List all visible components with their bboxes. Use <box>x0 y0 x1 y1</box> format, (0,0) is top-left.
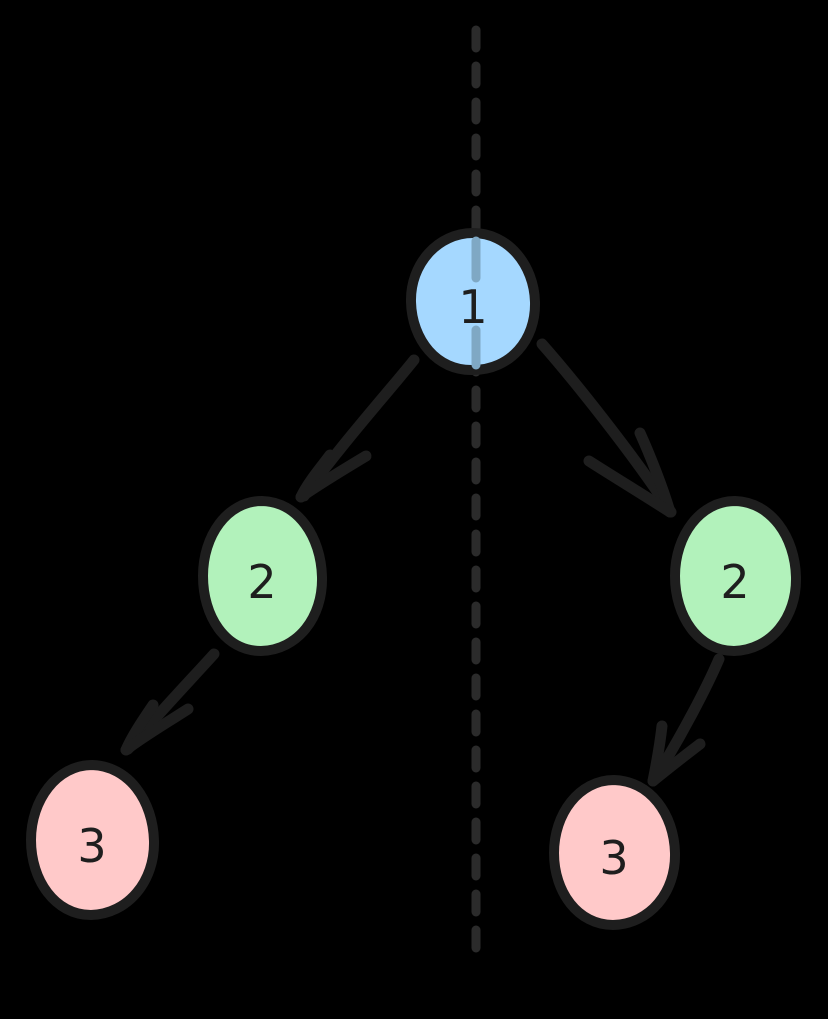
edges-group <box>120 338 725 787</box>
node-left-2[interactable]: 2 <box>198 496 328 656</box>
node-right-3[interactable]: 3 <box>549 775 681 930</box>
node-root-ellipse[interactable] <box>405 228 541 376</box>
edge-root-right2-head-b <box>583 455 676 518</box>
edge-left2-left3-head-b <box>120 703 194 756</box>
node-left-3[interactable]: 3 <box>26 760 160 920</box>
node-right-2[interactable]: 2 <box>670 496 802 656</box>
node-left-3-label: 3 <box>77 819 106 873</box>
edge-root-right2 <box>536 338 677 518</box>
node-left-3-ellipse[interactable] <box>26 760 160 920</box>
node-right-3-label: 3 <box>599 831 628 885</box>
edge-left2-left3 <box>120 648 220 756</box>
node-left-2-label: 2 <box>247 555 276 609</box>
node-root[interactable]: 1 <box>405 228 541 376</box>
node-right-2-ellipse[interactable] <box>670 496 802 656</box>
node-right-2-label: 2 <box>720 555 749 609</box>
edge-root-right2-shaft <box>536 338 677 518</box>
edge-right2-right3-shaft <box>648 653 725 786</box>
edge-right2-right3 <box>647 653 725 787</box>
edge-root-left2 <box>295 354 420 503</box>
node-right-3-ellipse[interactable] <box>549 775 681 930</box>
edge-root-left2-head-b <box>295 450 372 503</box>
edge-right2-right3-head-b <box>647 738 706 787</box>
node-root-label: 1 <box>458 280 487 334</box>
node-left-2-ellipse[interactable] <box>198 496 328 656</box>
